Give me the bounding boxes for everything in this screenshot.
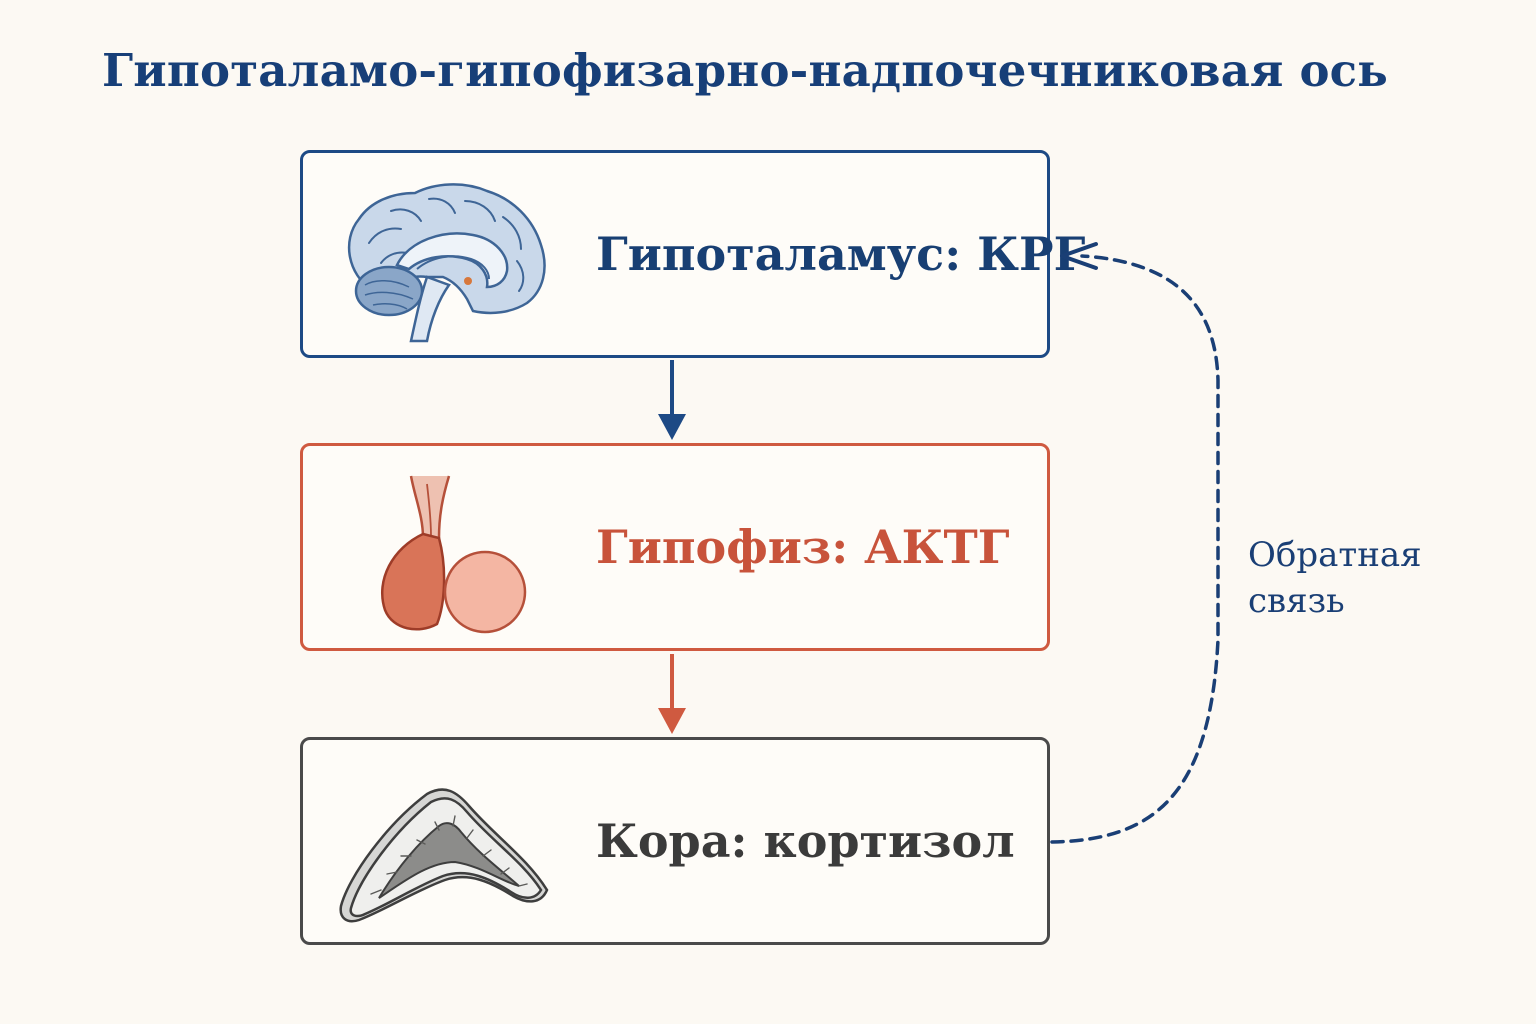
feedback-label: Обратная связь — [1248, 535, 1422, 621]
diagram-title: Гипоталамо-гипофизарно-надпочечниковая о… — [102, 44, 1388, 97]
cortex-label: Кора: кортизол — [596, 814, 1015, 868]
hypothalamus-box: Гипоталамус: КРГ — [300, 150, 1085, 358]
arrow-pituitary-to-cortex — [658, 654, 686, 734]
pituitary-box: Гипофиз: АКТГ — [300, 443, 1050, 651]
pituitary-gland-icon — [380, 475, 527, 634]
pituitary-label: Гипофиз: АКТГ — [596, 520, 1010, 574]
feedback-loop-arrow — [1050, 242, 1220, 844]
adrenal-cortex-box: Кора: кортизол — [300, 737, 1050, 945]
arrow-hypothalamus-to-pituitary — [658, 360, 686, 440]
brain-icon — [347, 183, 546, 343]
hypothalamus-label: Гипоталамус: КРГ — [596, 227, 1086, 281]
adrenal-cortex-icon — [339, 788, 549, 923]
